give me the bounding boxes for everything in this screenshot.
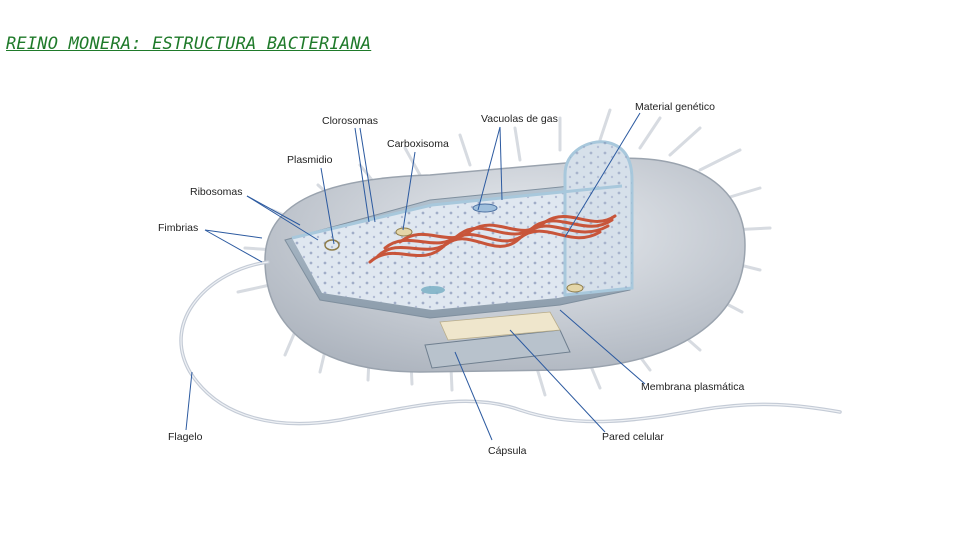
page-title: REINO MONERA: ESTRUCTURA BACTERIANA — [6, 34, 372, 54]
carboxysome — [395, 227, 413, 237]
plasmid — [324, 239, 340, 251]
label-plasmidio: Plasmidio — [287, 154, 333, 166]
label-membrana-plasmatica: Membrana plasmática — [641, 381, 745, 393]
label-ribosomas: Ribosomas — [190, 186, 243, 198]
label-pared-celular: Pared celular — [602, 431, 664, 443]
gas-vacuole — [472, 203, 498, 213]
leader-lines — [185, 112, 646, 441]
label-material-genetico: Material genético — [635, 101, 715, 113]
label-flagelo: Flagelo — [168, 431, 203, 443]
label-capsula: Cápsula — [488, 445, 527, 457]
label-fimbrias: Fimbrias — [158, 222, 199, 234]
label-clorosomas: Clorosomas — [322, 115, 379, 127]
label-vacuolas-de-gas: Vacuolas de gas — [481, 113, 558, 125]
plasma-membrane-rim — [291, 184, 623, 240]
label-carboxisoma: Carboxisoma — [387, 138, 449, 150]
genetic-material — [368, 214, 617, 264]
chlorosome — [421, 286, 445, 294]
